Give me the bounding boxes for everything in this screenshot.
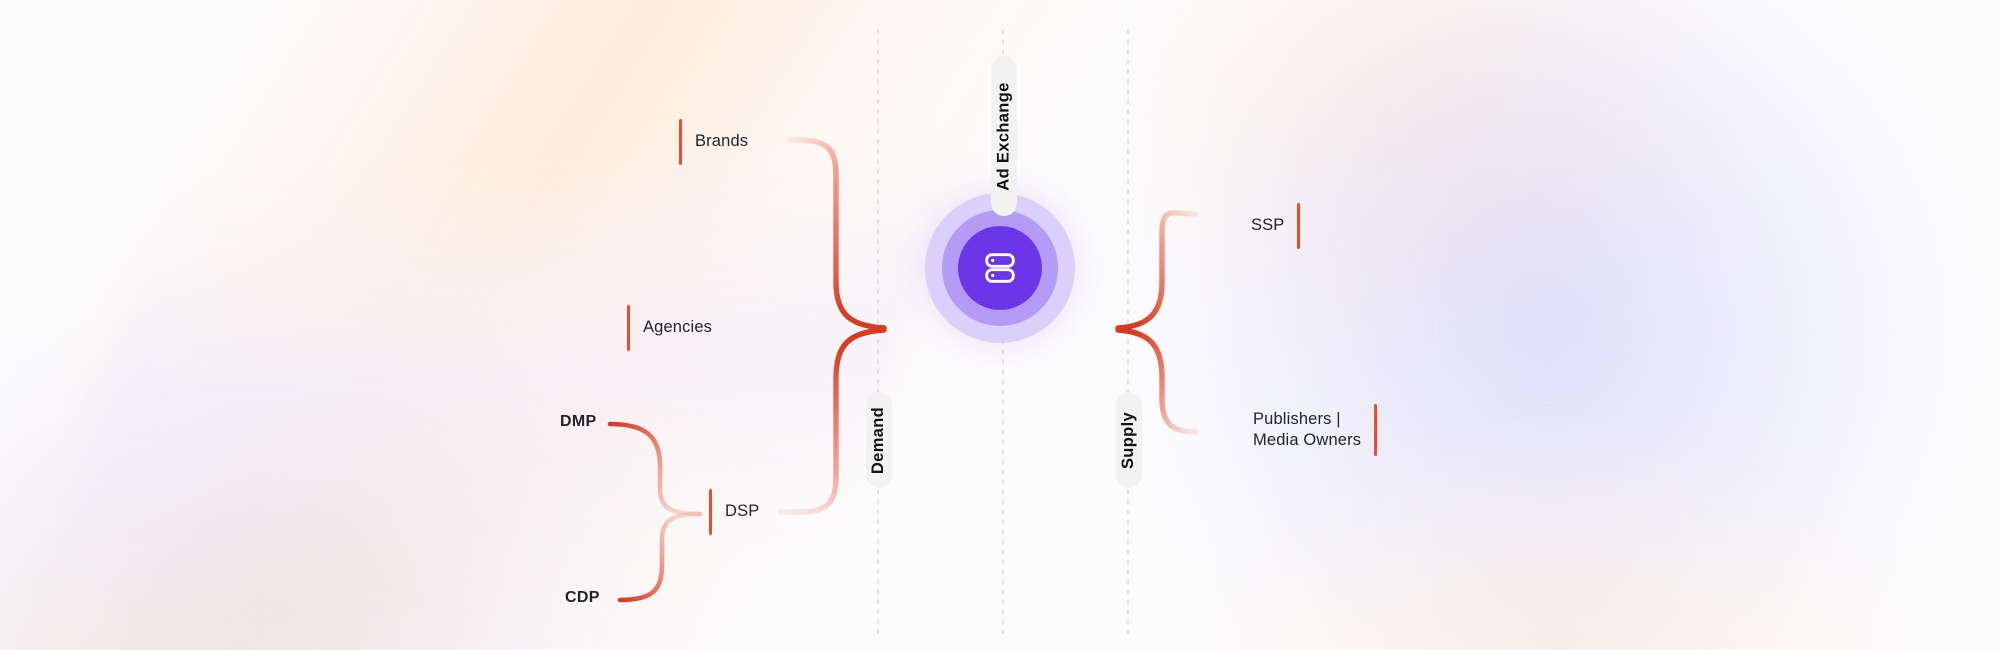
wire-ssp	[1115, 210, 1199, 331]
column-band-ad-exchange-label: Ad Exchange	[994, 81, 1013, 191]
node-publishers-label-group: Publishers | Media Owners	[1253, 409, 1361, 451]
node-publishers-label-line2: Media Owners	[1253, 431, 1362, 449]
column-band-supply: Supply	[1116, 392, 1142, 488]
node-brands-accent-bar	[679, 119, 682, 165]
column-band-demand: Demand	[866, 392, 892, 488]
wire-cdp	[617, 511, 703, 603]
node-publishers-accent-bar	[1374, 404, 1378, 456]
wire-brands	[787, 137, 887, 331]
node-ssp-accent-bar	[1297, 203, 1301, 249]
node-dsp-label: DSP	[725, 502, 760, 521]
node-brands-label: Brands	[695, 132, 749, 151]
node-agencies-label: Agencies	[643, 318, 713, 337]
node-publishers[interactable]: Publishers | Media Owners	[1253, 404, 1378, 456]
wire-dsp	[777, 327, 887, 515]
server-icon	[985, 253, 1015, 283]
column-band-demand-label: Demand	[869, 406, 888, 474]
node-dmp-label: DMP	[560, 413, 597, 430]
node-dsp[interactable]: DSP	[709, 489, 759, 535]
node-agencies[interactable]: Agencies	[627, 305, 712, 351]
node-ssp-label: SSP	[1251, 216, 1285, 235]
wire-publishers	[1115, 327, 1199, 435]
node-publishers-label-line1: Publishers |	[1253, 409, 1341, 428]
node-dsp-accent-bar	[709, 489, 712, 535]
hub-ring-core	[958, 226, 1042, 310]
node-agencies-accent-bar	[627, 305, 630, 351]
node-brands[interactable]: Brands	[679, 119, 748, 165]
column-band-ad-exchange: Ad Exchange	[991, 56, 1017, 216]
node-cdp[interactable]: CDP	[565, 588, 600, 608]
node-cdp-label: CDP	[565, 589, 600, 606]
column-band-supply-label: Supply	[1119, 411, 1138, 469]
node-ssp[interactable]: SSP	[1251, 203, 1301, 249]
wire-dmp	[607, 421, 703, 517]
node-dmp[interactable]: DMP	[560, 412, 596, 432]
